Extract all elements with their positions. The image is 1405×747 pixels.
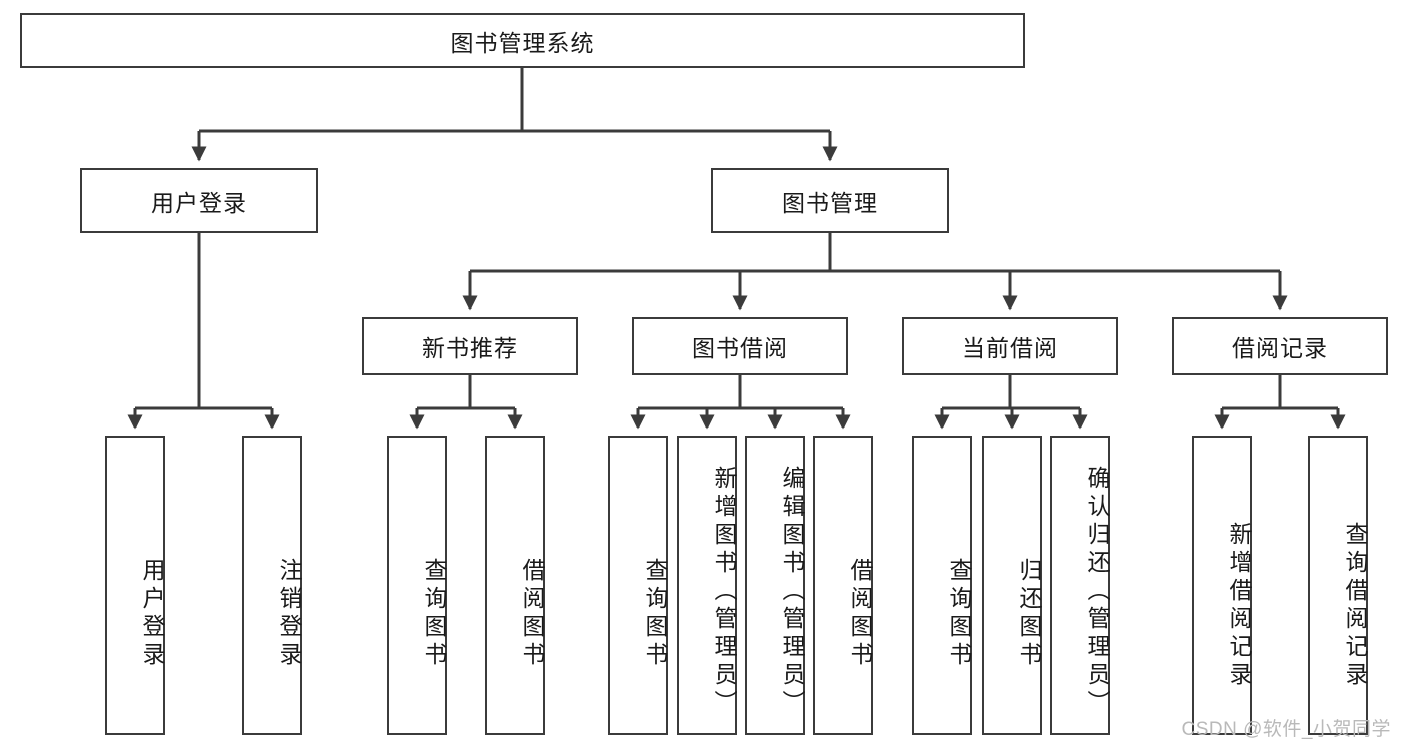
leaf-user-login-logout[interactable]: 注销登录 bbox=[242, 436, 302, 735]
leaf-book-borrow-add-admin[interactable]: 新增图书（管理员） bbox=[677, 436, 737, 735]
leaf-book-borrow-edit-admin[interactable]: 编辑图书（管理员） bbox=[745, 436, 805, 735]
node-borrow-record[interactable]: 借阅记录 bbox=[1172, 317, 1388, 375]
leaf-current-borrow-query[interactable]: 查询图书 bbox=[912, 436, 972, 735]
leaf-new-book-borrow[interactable]: 借阅图书 bbox=[485, 436, 545, 735]
node-current-borrow[interactable]: 当前借阅 bbox=[902, 317, 1118, 375]
watermark-credit: CSDN @软件_小贺同学 bbox=[1181, 719, 1391, 740]
leaf-borrow-record-add[interactable]: 新增借阅记录 bbox=[1192, 436, 1252, 735]
node-user-login[interactable]: 用户登录 bbox=[80, 168, 318, 233]
node-root-system[interactable]: 图书管理系统 bbox=[20, 13, 1025, 68]
leaf-current-borrow-confirm-admin[interactable]: 确认归还（管理员） bbox=[1050, 436, 1110, 735]
node-new-book-recommend[interactable]: 新书推荐 bbox=[362, 317, 578, 375]
leaf-new-book-query[interactable]: 查询图书 bbox=[387, 436, 447, 735]
node-book-management[interactable]: 图书管理 bbox=[711, 168, 949, 233]
leaf-borrow-record-query[interactable]: 查询借阅记录 bbox=[1308, 436, 1368, 735]
leaf-book-borrow-query[interactable]: 查询图书 bbox=[608, 436, 668, 735]
leaf-current-borrow-return[interactable]: 归还图书 bbox=[982, 436, 1042, 735]
leaf-user-login-login[interactable]: 用户登录 bbox=[105, 436, 165, 735]
node-book-borrow[interactable]: 图书借阅 bbox=[632, 317, 848, 375]
leaf-book-borrow-borrow[interactable]: 借阅图书 bbox=[813, 436, 873, 735]
